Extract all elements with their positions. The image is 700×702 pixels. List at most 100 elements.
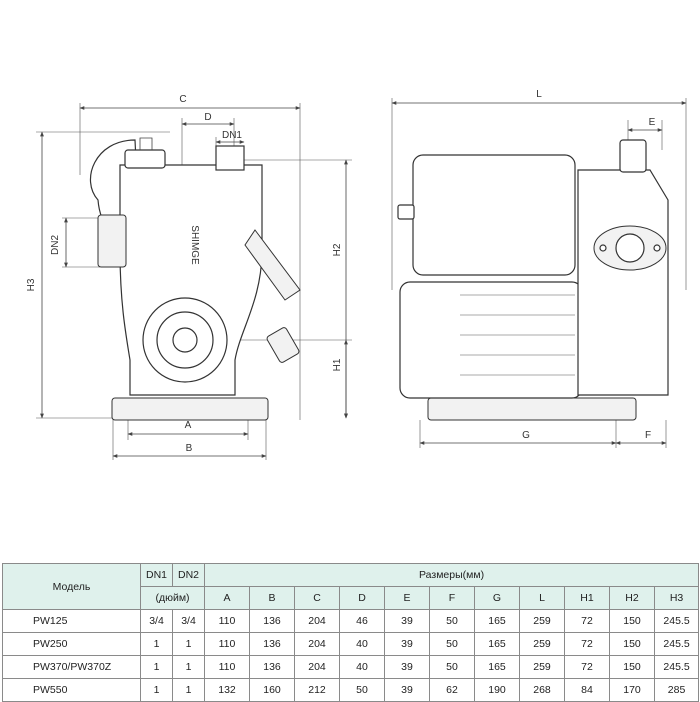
cell-dn1: 1	[140, 678, 173, 702]
label-DN1: DN1	[222, 130, 242, 141]
header-col-c: C	[294, 586, 340, 610]
cell-a: 110	[204, 655, 250, 679]
cell-e: 39	[384, 632, 430, 656]
cell-h2: 150	[609, 632, 655, 656]
cell-h3: 245.5	[653, 632, 700, 656]
cell-d: 40	[339, 655, 385, 679]
label-H1: H1	[332, 358, 343, 371]
cell-b: 136	[249, 655, 295, 679]
cell-h2: 170	[609, 678, 655, 702]
label-E: E	[649, 117, 656, 128]
label-H2: H2	[332, 243, 343, 256]
label-G: G	[522, 430, 530, 441]
cell-dn1: 1	[140, 655, 173, 679]
label-B: B	[186, 443, 193, 454]
side-view: L E G F	[391, 89, 687, 448]
cell-b: 136	[249, 609, 295, 633]
cell-g: 165	[474, 655, 520, 679]
cell-a: 110	[204, 609, 250, 633]
header-col-b: B	[249, 586, 295, 610]
front-view: C D DN1 H3 DN2 H2 H1 A B SHIMGE	[26, 94, 352, 460]
cell-dn2: 1	[172, 678, 205, 702]
cell-l: 259	[519, 609, 565, 633]
cell-g: 165	[474, 609, 520, 633]
cell-e: 39	[384, 655, 430, 679]
cell-b: 160	[249, 678, 295, 702]
cell-model: PW250	[2, 632, 141, 656]
cell-f: 50	[429, 655, 475, 679]
cell-h2: 150	[609, 655, 655, 679]
brand-text-vertical: SHIMGE	[189, 225, 200, 265]
header-dn-unit: (дюйм)	[140, 586, 205, 610]
cell-dn2: 3/4	[172, 609, 205, 633]
cell-e: 39	[384, 609, 430, 633]
cell-c: 204	[294, 609, 340, 633]
cell-f: 50	[429, 609, 475, 633]
cell-h1: 72	[564, 609, 610, 633]
cell-d: 46	[339, 609, 385, 633]
table-header-row-1: Модель DN1 DN2 Размеры(мм)	[2, 563, 700, 610]
label-F: F	[645, 430, 651, 441]
cell-l: 259	[519, 655, 565, 679]
front-cable-gland	[266, 327, 300, 363]
cell-l: 268	[519, 678, 565, 702]
cell-d: 50	[339, 678, 385, 702]
header-col-e: E	[384, 586, 430, 610]
side-top-fitting	[619, 139, 647, 173]
header-col-h3: H3	[653, 586, 700, 610]
cell-h1: 72	[564, 632, 610, 656]
side-pump-housing	[577, 169, 669, 396]
cell-c: 204	[294, 632, 340, 656]
cell-f: 50	[429, 632, 475, 656]
header-col-a: A	[204, 586, 250, 610]
label-L: L	[536, 89, 542, 100]
front-inlet-flange	[97, 214, 127, 268]
front-base	[111, 397, 269, 421]
header-col-l: L	[519, 586, 565, 610]
cell-b: 136	[249, 632, 295, 656]
pump-dimension-drawing: C D DN1 H3 DN2 H2 H1 A B SHIMGE	[26, 89, 687, 460]
cell-l: 259	[519, 632, 565, 656]
cell-d: 40	[339, 632, 385, 656]
label-D: D	[204, 112, 211, 123]
cell-e: 39	[384, 678, 430, 702]
side-inlet-screen	[615, 233, 645, 263]
front-outlet-pipe	[215, 145, 245, 171]
label-A: A	[185, 420, 192, 431]
header-dn1: DN1	[140, 563, 173, 587]
cell-h1: 84	[564, 678, 610, 702]
header-dn2: DN2	[172, 563, 205, 587]
cell-h1: 72	[564, 655, 610, 679]
header-col-d: D	[339, 586, 385, 610]
header-dimensions: Размеры(мм)	[203, 563, 700, 587]
front-top-cap	[124, 149, 166, 169]
cell-h3: 285	[653, 678, 700, 702]
cell-dn2: 1	[172, 632, 205, 656]
cell-h3: 245.5	[653, 609, 700, 633]
cell-a: 110	[204, 632, 250, 656]
header-col-f: F	[429, 586, 475, 610]
side-base	[427, 397, 637, 421]
header-col-h2: H2	[609, 586, 655, 610]
cell-h2: 150	[609, 609, 655, 633]
label-DN2: DN2	[50, 235, 61, 255]
side-pressure-tank	[412, 154, 576, 276]
header-col-h1: H1	[564, 586, 610, 610]
front-pressure-switch	[244, 229, 301, 301]
cell-g: 190	[474, 678, 520, 702]
label-C: C	[179, 94, 186, 105]
header-col-g: G	[474, 586, 520, 610]
header-model: Модель	[2, 563, 141, 610]
cell-dn1: 3/4	[140, 609, 173, 633]
cell-g: 165	[474, 632, 520, 656]
cell-c: 204	[294, 655, 340, 679]
cell-model: PW550	[2, 678, 141, 702]
cell-c: 212	[294, 678, 340, 702]
cell-dn2: 1	[172, 655, 205, 679]
cell-model: PW370/PW370Z	[2, 655, 141, 679]
